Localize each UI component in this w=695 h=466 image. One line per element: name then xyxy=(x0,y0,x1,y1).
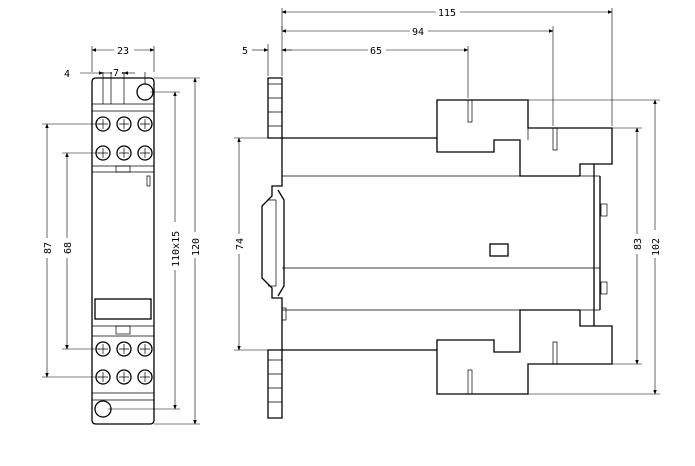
label-window xyxy=(94,298,152,320)
side-dimensions: 115 94 65 5 74 83 102 xyxy=(232,6,662,395)
dim-pin-pitch: 7 xyxy=(113,68,119,79)
front-view xyxy=(91,72,155,425)
dim-offset-5: 5 xyxy=(242,46,248,57)
terminal-row-3 xyxy=(95,341,153,357)
dim-height-120: 120 xyxy=(191,238,202,256)
side-view xyxy=(261,77,613,419)
dim-depth-115: 115 xyxy=(438,8,456,19)
indicator-window xyxy=(489,243,509,257)
dim-height-102: 102 xyxy=(651,238,662,256)
dim-depth-65: 65 xyxy=(370,46,382,57)
terminal-row-1 xyxy=(95,116,153,132)
dim-mounting-pitch: 110x15 xyxy=(171,231,182,267)
dim-rail-height: 74 xyxy=(235,238,246,250)
dim-depth-94: 94 xyxy=(412,27,424,38)
terminal-row-4 xyxy=(95,369,153,385)
terminal-row-2 xyxy=(95,145,153,161)
dim-height-83: 83 xyxy=(633,238,644,250)
front-dimensions: 23 4 7 87 68 110x15 120 xyxy=(40,44,202,425)
dim-height-68: 68 xyxy=(63,242,74,254)
dim-offset-left: 4 xyxy=(64,69,70,80)
dim-width: 23 xyxy=(117,46,129,57)
dim-height-87: 87 xyxy=(43,242,54,254)
